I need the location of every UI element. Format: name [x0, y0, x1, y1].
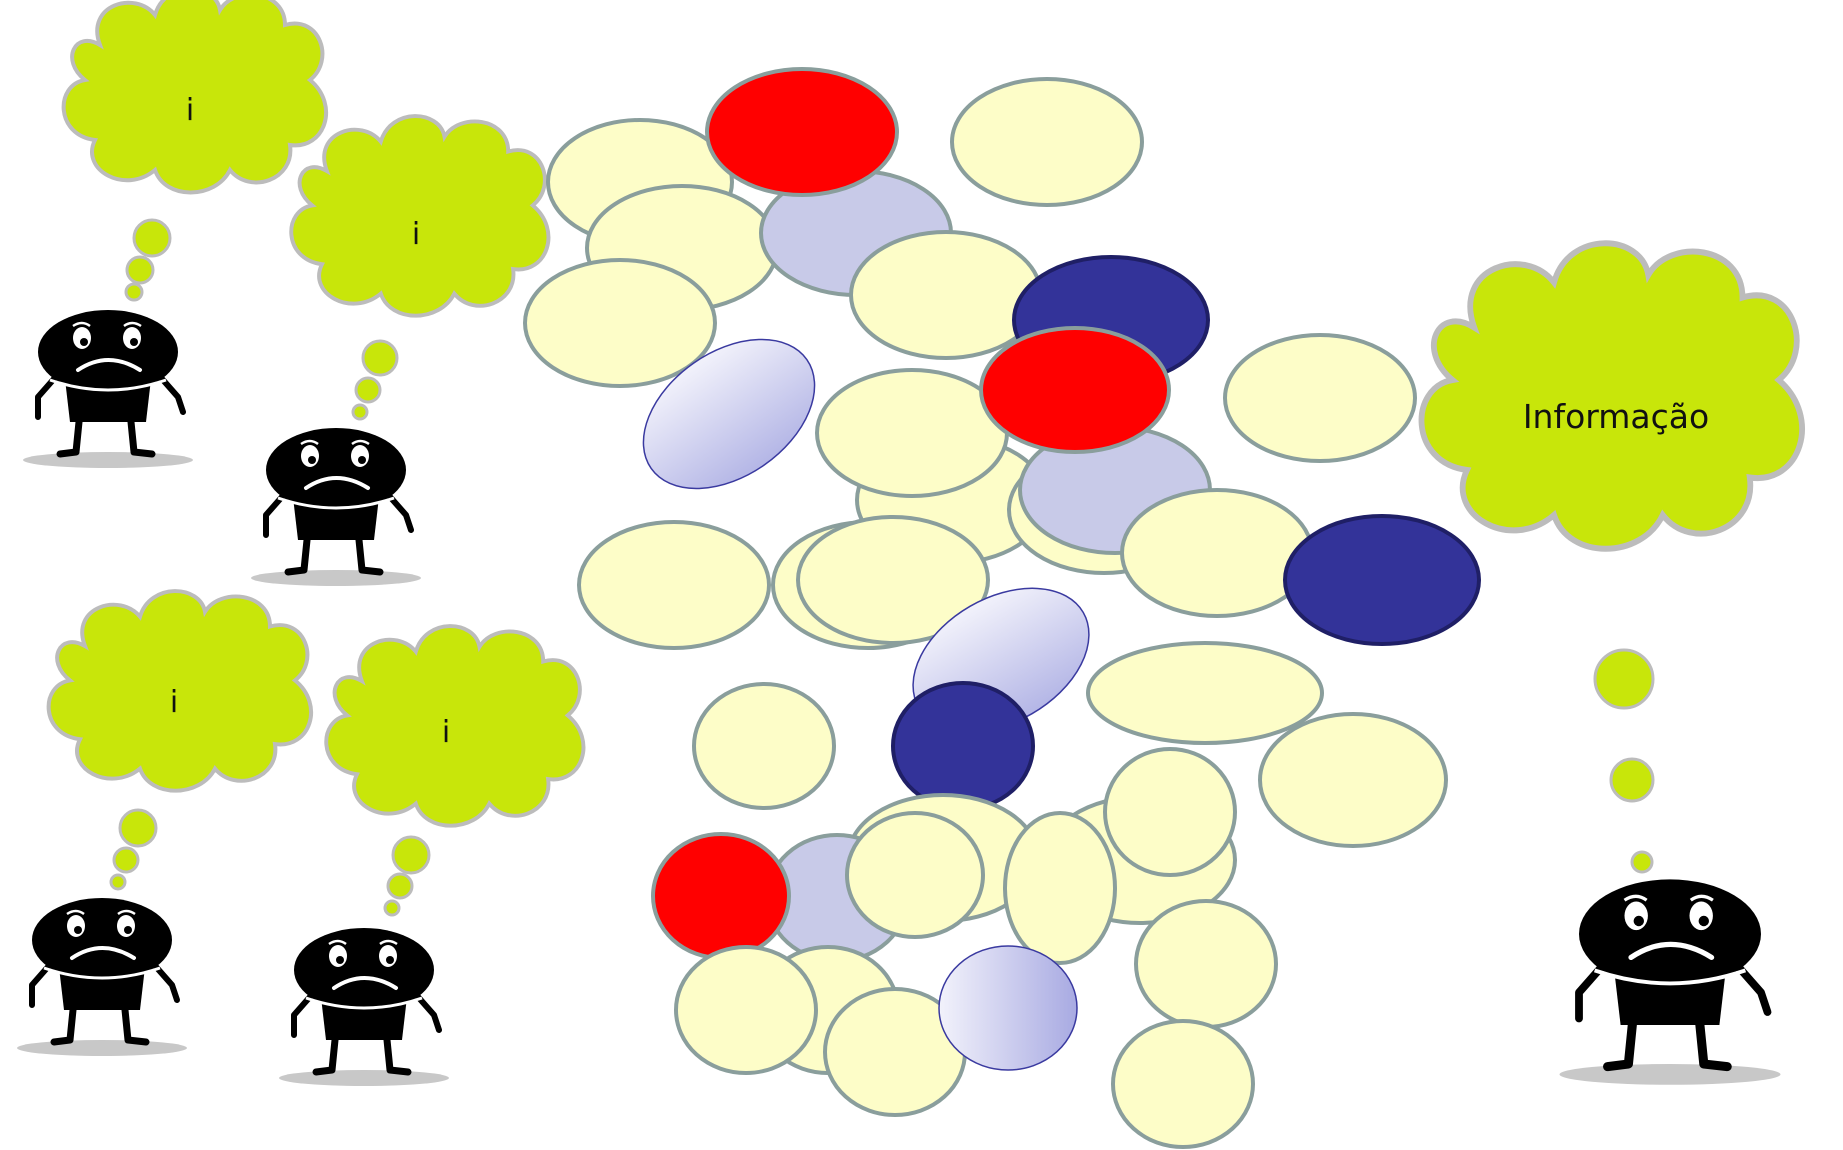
- thinker-group-4: i: [279, 624, 586, 1086]
- bubble-red: [705, 67, 899, 197]
- informed-thinker-group: Informação: [1421, 243, 1802, 1085]
- bubble-cream: [1134, 899, 1278, 1029]
- thought-cloud: [289, 114, 551, 318]
- thought-dot: [351, 403, 369, 421]
- bubble-cream: [577, 520, 771, 650]
- thought-dot: [361, 339, 399, 377]
- thought-cloud: [324, 624, 586, 828]
- bubble-cream: [1003, 811, 1117, 965]
- bubble-cream: [1111, 1019, 1255, 1149]
- bubble-navy: [891, 681, 1035, 811]
- thought-dot: [125, 255, 155, 285]
- sad-character: [251, 428, 421, 586]
- bubble-cluster: [523, 67, 1481, 1149]
- bubble-cream: [1120, 488, 1314, 618]
- bubble-cream: [1223, 333, 1417, 463]
- thought-label: i: [186, 93, 194, 128]
- thinker-group-1: i: [23, 0, 329, 468]
- sad-character: [23, 310, 193, 468]
- bubble-red: [979, 326, 1171, 454]
- thought-dot: [1593, 648, 1655, 710]
- thought-dot: [118, 808, 158, 848]
- big-thought-label: Informação: [1523, 397, 1709, 436]
- thought-dot: [124, 282, 144, 302]
- thought-dot: [391, 835, 431, 875]
- bubble-cream: [674, 945, 818, 1075]
- bubble-navy: [1283, 514, 1481, 646]
- bubble-lavender: [642, 338, 816, 490]
- thought-dot: [109, 873, 127, 891]
- thought-dot: [386, 872, 414, 900]
- thought-label: i: [442, 715, 450, 750]
- bubble-cream: [1086, 641, 1324, 745]
- thinker-group-3: i: [17, 589, 314, 1056]
- thought-label: i: [170, 685, 178, 720]
- bubble-cream: [523, 258, 717, 388]
- bubble-lavender: [938, 945, 1078, 1071]
- bubble-cream: [849, 230, 1043, 360]
- thought-label: i: [412, 217, 420, 252]
- thought-cloud: [61, 0, 329, 195]
- bubble-cream: [815, 368, 1009, 498]
- bubble-cream: [692, 682, 836, 810]
- sad-character: [17, 898, 187, 1056]
- thinker-group-2: i: [251, 114, 551, 586]
- bubble-cream: [1103, 747, 1237, 877]
- sad-character: [1560, 879, 1781, 1084]
- thought-dot: [1630, 850, 1654, 874]
- bubble-cream: [1258, 712, 1448, 848]
- bubble-cream: [845, 811, 985, 939]
- thought-dot: [112, 846, 140, 874]
- thought-dot: [383, 899, 401, 917]
- bubble-cream: [950, 77, 1144, 207]
- sad-character: [279, 928, 449, 1086]
- thought-dot: [132, 218, 172, 258]
- thought-dot: [1609, 757, 1655, 803]
- bubble-red: [651, 832, 791, 960]
- thought-dot: [354, 376, 382, 404]
- bubble-cream: [796, 515, 990, 645]
- thought-cloud: [46, 589, 314, 793]
